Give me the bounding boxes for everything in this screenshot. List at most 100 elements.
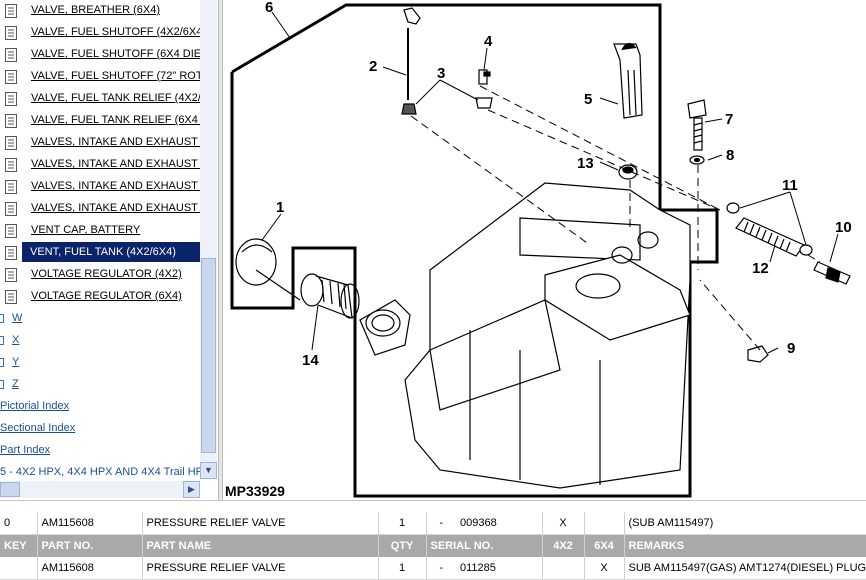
tree-item[interactable]: VENT CAP, BATTERY <box>0 220 200 242</box>
document-icon <box>5 202 17 216</box>
tree-item[interactable]: VALVE, FUEL TANK RELIEF (4X2/6 <box>0 88 207 110</box>
tree-item-label[interactable]: VALVE, BREATHER (6X4) <box>31 4 160 16</box>
tree-item-label[interactable]: VOLTAGE REGULATOR (6X4) <box>31 290 182 302</box>
table-header-row: KEY PART NO. PART NAME QTY SERIAL NO. 4X… <box>0 534 866 557</box>
cell-qty: 1 <box>378 512 427 535</box>
link-label[interactable]: Sectional Index <box>0 422 76 434</box>
tree-letter-label[interactable]: Z <box>12 378 19 390</box>
header-key[interactable]: KEY <box>0 534 38 557</box>
tree-item-label[interactable]: VALVES, INTAKE AND EXHAUST (6 <box>31 158 211 170</box>
tree-item-label[interactable]: VOLTAGE REGULATOR (4X2) <box>31 268 182 280</box>
cell-remarks: (SUB AM115497) <box>624 512 866 535</box>
expand-icon[interactable] <box>0 336 4 345</box>
cell-6x4: X <box>584 557 625 580</box>
header-serial[interactable]: SERIAL NO. <box>426 534 543 557</box>
diagram-id-label: MP33929 <box>225 483 285 499</box>
tree-item[interactable]: VALVE, FUEL TANK RELIEF (6X4 D <box>0 110 209 132</box>
pictorial-index-link[interactable]: Pictorial Index <box>0 396 200 418</box>
expand-icon[interactable] <box>0 314 4 323</box>
tree-item[interactable]: VALVES, INTAKE AND EXHAUST (7 <box>0 198 211 220</box>
tree-letter-label[interactable]: X <box>12 334 20 346</box>
expand-icon[interactable] <box>0 380 4 389</box>
tree-item[interactable]: VALVES, INTAKE AND EXHAUST (4 <box>0 132 211 154</box>
callout-6: 6 <box>265 0 273 16</box>
tree-item-label[interactable]: VENT, FUEL TANK (4X2/6X4) <box>22 242 200 262</box>
cell-part-name: PRESSURE RELIEF VALVE <box>142 557 379 580</box>
tree-item[interactable]: VALVES, INTAKE AND EXHAUST (6 <box>0 154 211 176</box>
table-row[interactable]: AM115608 PRESSURE RELIEF VALVE 1 - 01128… <box>0 557 866 580</box>
parts-tree-panel: VALVE, BREATHER (6X4) VALVE, FUEL SHUTOF… <box>0 0 218 500</box>
cell-part-no: AM115608 <box>37 512 143 535</box>
document-icon <box>5 246 17 260</box>
table-row[interactable]: 0 AM115608 PRESSURE RELIEF VALVE 1 - 009… <box>0 512 866 535</box>
cell-dash: - <box>426 512 456 535</box>
scroll-right-arrow-icon[interactable]: ▶ <box>183 481 200 498</box>
cell-6x4 <box>584 512 625 535</box>
tree-item-label[interactable]: VALVES, INTAKE AND EXHAUST (4 <box>31 136 211 148</box>
part-index-link[interactable]: Part Index <box>0 440 200 462</box>
tree-item[interactable]: VALVE, FUEL SHUTOFF (6X4 DIESE <box>0 44 216 66</box>
callout-12: 12 <box>752 260 769 277</box>
tree-item-label[interactable]: VALVE, FUEL SHUTOFF (4X2/6X4) <box>31 26 207 38</box>
document-icon <box>5 92 17 106</box>
callout-1: 1 <box>276 199 284 216</box>
cell-4x2: X <box>542 512 585 535</box>
document-icon <box>5 268 17 282</box>
callout-8: 8 <box>726 147 734 164</box>
document-icon <box>5 70 17 84</box>
tree-letter-z[interactable]: Z <box>0 374 200 396</box>
header-6x4[interactable]: 6X4 <box>584 534 625 557</box>
tree-letter-w[interactable]: W <box>0 308 200 330</box>
scroll-down-arrow-icon[interactable]: ▼ <box>200 462 217 479</box>
document-icon <box>5 4 17 18</box>
tree-item-label[interactable]: VALVES, INTAKE AND EXHAUST (6 <box>31 180 211 192</box>
tree-letter-x[interactable]: X <box>0 330 200 352</box>
header-4x2[interactable]: 4X2 <box>542 534 585 557</box>
tree-item-selected[interactable]: VENT, FUEL TANK (4X2/6X4) <box>0 242 200 264</box>
document-icon <box>5 136 17 150</box>
tree-item[interactable]: VALVES, INTAKE AND EXHAUST (6 <box>0 176 211 198</box>
tree-item-label[interactable]: VALVE, FUEL SHUTOFF (72" ROTA <box>31 70 210 82</box>
link-label[interactable]: Pictorial Index <box>0 400 70 412</box>
document-icon <box>5 180 17 194</box>
tree-item[interactable]: VALVE, FUEL SHUTOFF (72" ROTA <box>0 66 209 88</box>
tree-item-label[interactable]: VALVES, INTAKE AND EXHAUST (7 <box>31 202 211 214</box>
pane-splitter[interactable] <box>218 0 223 500</box>
parts-diagram: 1 2 3 4 5 6 7 8 9 10 11 12 13 14 MP33929 <box>225 0 852 499</box>
tree-item-label[interactable]: VALVE, FUEL SHUTOFF (6X4 DIESE <box>31 48 216 60</box>
diagram-frame <box>230 3 719 498</box>
tree-item-label[interactable]: VENT CAP, BATTERY <box>31 224 141 236</box>
link-label[interactable]: 5 - 4X2 HPX, 4X4 HPX AND 4X4 Trail HPX <box>0 466 211 478</box>
header-remarks[interactable]: REMARKS <box>624 534 866 557</box>
header-part-no[interactable]: PART NO. <box>37 534 143 557</box>
callout-7: 7 <box>725 111 733 128</box>
link-label[interactable]: Part Index <box>0 444 51 456</box>
callout-11: 11 <box>782 177 798 194</box>
document-icon <box>5 224 17 238</box>
document-icon <box>5 290 17 304</box>
tree-letter-label[interactable]: W <box>12 312 23 324</box>
expand-icon[interactable] <box>0 358 4 367</box>
header-qty[interactable]: QTY <box>378 534 427 557</box>
tree-item[interactable]: VOLTAGE REGULATOR (6X4) <box>0 286 200 308</box>
callout-14: 14 <box>302 352 319 369</box>
tree-item[interactable]: VALVE, FUEL SHUTOFF (4X2/6X4) <box>0 22 206 44</box>
tree-item[interactable]: VOLTAGE REGULATOR (4X2) <box>0 264 200 286</box>
cell-qty: 1 <box>378 557 427 580</box>
callout-10: 10 <box>835 219 852 236</box>
callout-2: 2 <box>369 58 377 75</box>
tree-letter-label[interactable]: Y <box>12 356 20 368</box>
callout-3: 3 <box>437 65 445 82</box>
cell-key <box>0 557 38 580</box>
tree-item-label[interactable]: VALVE, FUEL TANK RELIEF (4X2/6 <box>31 92 208 104</box>
horizontal-scroll-thumb[interactable] <box>0 482 20 497</box>
tree-item[interactable]: VALVE, BREATHER (6X4) <box>0 0 200 22</box>
document-icon <box>5 48 17 62</box>
vertical-scroll-thumb[interactable] <box>201 258 216 453</box>
model-group-link[interactable]: 5 - 4X2 HPX, 4X4 HPX AND 4X4 Trail HPX <box>0 462 210 484</box>
horizontal-scrollbar[interactable] <box>0 481 200 498</box>
sectional-index-link[interactable]: Sectional Index <box>0 418 200 440</box>
tree-item-label[interactable]: VALVE, FUEL TANK RELIEF (6X4 D <box>31 114 209 126</box>
tree-letter-y[interactable]: Y <box>0 352 200 374</box>
header-part-name[interactable]: PART NAME <box>142 534 379 557</box>
